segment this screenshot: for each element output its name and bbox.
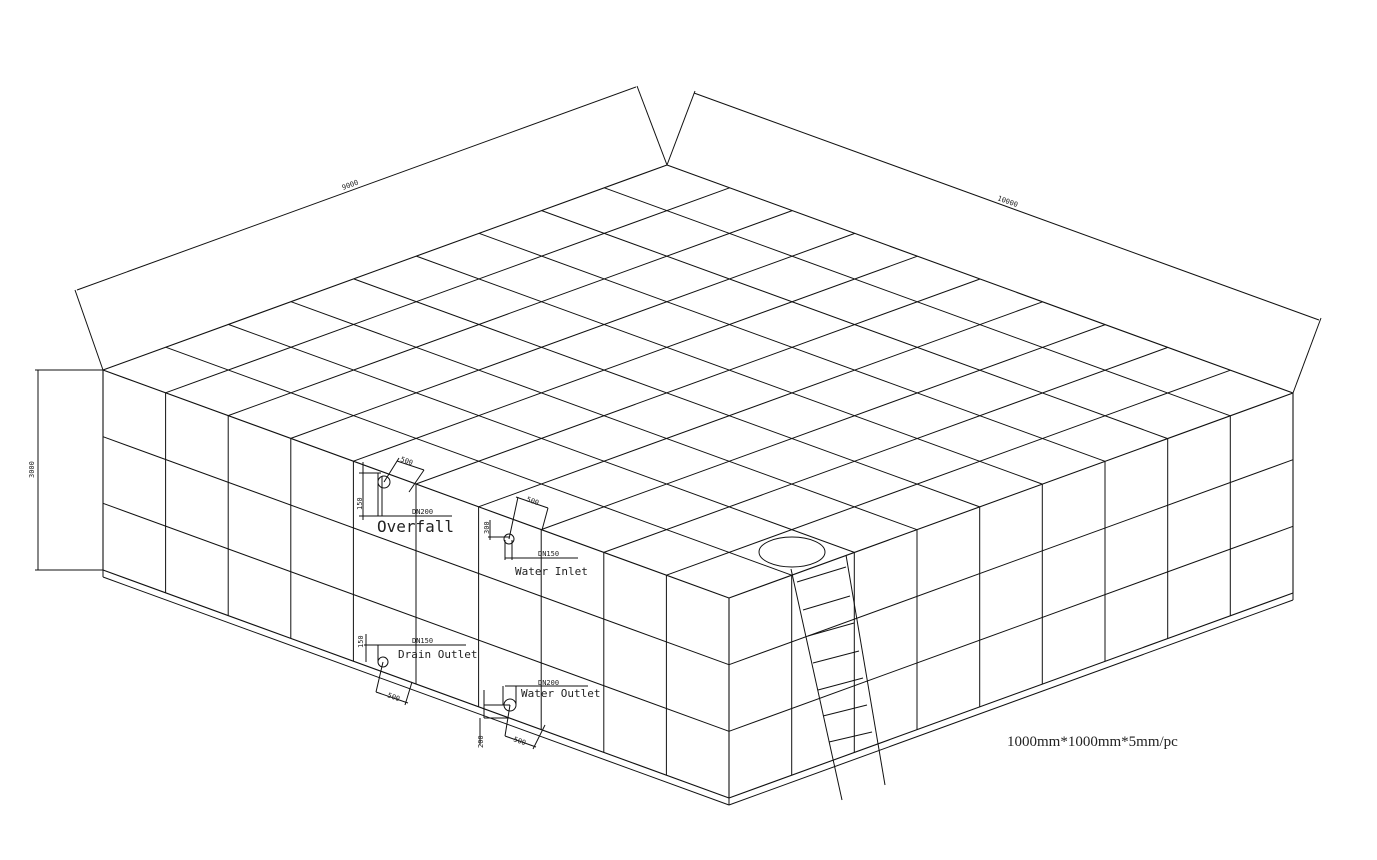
ladder-icon: [790, 554, 886, 801]
wall-seam: [728, 459, 1294, 666]
dim-3000-label: 3000: [28, 461, 36, 478]
tank-outline: [102, 164, 1294, 799]
water-outlet-size-label: DN200: [538, 679, 559, 687]
wall-seam: [102, 502, 730, 732]
roof-seam: [228, 210, 793, 417]
water-inlet-fitting: [488, 496, 578, 560]
roof-seam: [165, 187, 730, 394]
roof-seam: [541, 210, 1168, 440]
drain-outlet-fitting: [364, 634, 466, 706]
roof-seam: [415, 278, 981, 485]
roof-seam: [604, 187, 1231, 417]
roof-seam: [603, 346, 1168, 553]
roof-seam: [228, 323, 855, 553]
manhole-icon: [758, 536, 826, 568]
roof-seam: [290, 301, 918, 531]
overfall-label: Overfall: [377, 517, 454, 536]
drain-outlet-drop-label: 150: [357, 635, 365, 648]
wall-seam: [728, 525, 1294, 732]
roof-seam: [353, 255, 918, 462]
roof-seam: [353, 278, 980, 508]
water-outlet-label: Water Outlet: [521, 687, 600, 700]
water-inlet-drop-label: 300: [483, 521, 491, 534]
drain-outlet-label: Drain Outlet: [398, 648, 477, 661]
panel-spec-label: 1000mm*1000mm*5mm/pc: [1007, 734, 1178, 750]
drain-outlet-size-label: DN150: [412, 637, 433, 645]
roof-seam: [165, 346, 792, 576]
dim-9000-label: 9000: [341, 179, 360, 192]
dimension-height: [35, 369, 103, 571]
roof-seam: [478, 232, 1106, 462]
overfall-fitting: [359, 457, 452, 520]
water-inlet-label: Water Inlet: [515, 565, 588, 578]
overfall-drop-label: 150: [356, 497, 364, 510]
water-inlet-size-label: DN150: [538, 550, 559, 558]
water-inlet-offset-label: 500: [525, 495, 540, 507]
drain-outlet-offset-label: 500: [386, 691, 401, 703]
water-outlet-fitting: [479, 685, 588, 750]
tank-base: [102, 570, 1294, 806]
water-outlet-drop-label: 200: [477, 735, 485, 748]
roof-seam: [541, 324, 1106, 531]
dimension-left: [74, 85, 668, 371]
roof-seam: [290, 232, 855, 439]
roof-seam: [666, 369, 1231, 576]
overfall-offset-label: 500: [399, 455, 414, 467]
roof-seam: [416, 255, 1043, 485]
dimension-right: [666, 90, 1322, 394]
water-outlet-offset-label: 500: [512, 735, 527, 747]
panel-grid: [102, 187, 1294, 776]
overfall-size-label: DN200: [412, 508, 433, 516]
roof-seam: [478, 301, 1043, 508]
wall-seam: [102, 436, 730, 666]
